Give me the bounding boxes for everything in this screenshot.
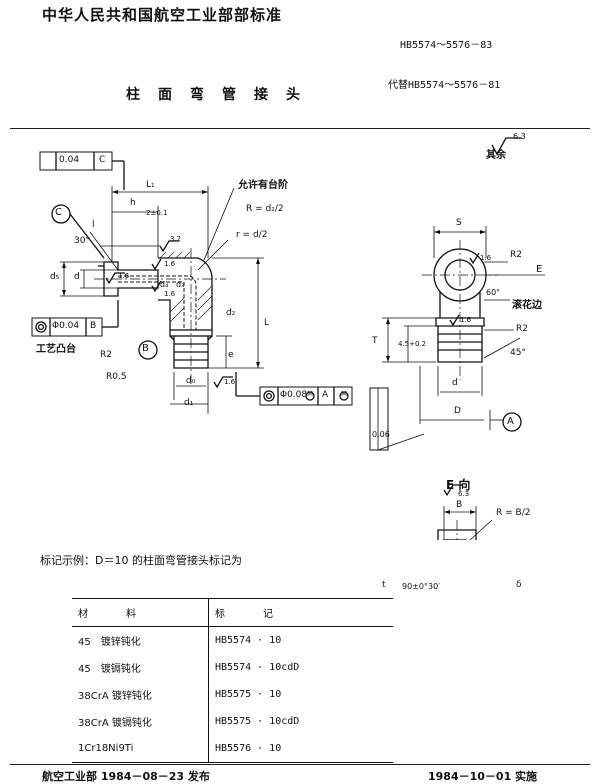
dim-d0: d₀: [186, 376, 196, 386]
concentricity-main-tolerance: Φ0.08: [280, 390, 308, 400]
org-title: 中华人民共和国航空工业部部标准: [42, 6, 283, 24]
dim-t: t: [382, 580, 386, 590]
header-mark: 标 记: [208, 598, 393, 627]
roughness-16d: 1.6: [224, 378, 236, 386]
mark-cell: HB5574 · 10cdD: [215, 662, 300, 673]
table-row: 45 镀镉钝化 HB5574 · 10cdD: [72, 654, 393, 681]
mark-cell: HB5575 · 10: [215, 689, 282, 700]
datum-b-circle: B: [142, 343, 149, 354]
effective-date: 1984－10－01 实施: [428, 770, 538, 783]
dim-l: l: [92, 220, 95, 230]
table-row: 1Cr18Ni9Ti HB5576 · 10: [72, 735, 393, 763]
document-title: 柱面弯管接头: [126, 87, 318, 103]
dim-L: L: [264, 318, 270, 328]
roughness-rest: 6.3: [513, 132, 526, 141]
dim-e: e: [228, 350, 234, 360]
table-row: 38CrA 镀镉钝化 HB5575 · 10cdD: [72, 708, 393, 735]
radius-R2-b: R2: [516, 324, 528, 334]
dim-45plus: 4.5+0.2: [398, 340, 427, 348]
knurled-edge-note: 滚花边: [512, 300, 542, 311]
datum-c-circle: C: [55, 207, 62, 218]
mmc-symbol-2: M: [341, 390, 348, 398]
table-row: 45 镀锌钝化 HB5574 · 10: [72, 626, 393, 654]
elbow-outer: [158, 257, 213, 330]
footer-rule: [10, 764, 590, 765]
dim-h: h: [130, 198, 136, 208]
roughness-16b: 1.6: [164, 260, 176, 268]
material-cell: 38CrA 镀锌钝化: [72, 681, 209, 708]
radius-R-B2: R = B/2: [496, 508, 531, 518]
process-boss-note: 工艺凸台: [36, 344, 76, 355]
dim-delta: δ: [516, 580, 522, 590]
runout-tolerance: 0.04: [59, 155, 80, 165]
dim-d-right: d: [452, 378, 458, 388]
roughness-16a: 1.6: [118, 272, 130, 280]
table-row: 38CrA 镀锌钝化 HB5575 · 10: [72, 681, 393, 708]
dim-d3: d₃: [176, 280, 185, 289]
roughness-16e: 1.6: [480, 254, 492, 262]
surface-note: 其余: [486, 150, 506, 161]
radius-R2-a: R2: [510, 250, 522, 260]
material-cell: 45 镀锌钝化: [72, 626, 209, 654]
dim-T: T: [372, 336, 378, 346]
dim-L1: L₁: [146, 180, 155, 190]
radius-R05: R0.5: [106, 372, 127, 382]
angle-45: 45°: [510, 348, 526, 358]
dim-d1: d₁: [184, 398, 194, 408]
dim-B-view: B: [456, 500, 463, 510]
view-E-title: E 向: [446, 478, 471, 492]
view-E-arrow: E: [536, 264, 543, 275]
marking-example: 标记示例：D＝10 的柱面弯管接头标记为: [40, 554, 242, 567]
mark-cell: HB5574 · 10: [215, 635, 282, 646]
dim-d4: d₄: [160, 280, 169, 289]
issued-date: 航空工业部 1984－08－23 发布: [42, 770, 210, 783]
dim-D: D: [454, 406, 461, 416]
roughness-63: 6.3: [458, 490, 470, 498]
dim-S: S: [456, 218, 462, 228]
datum-b-frame: B: [90, 321, 97, 331]
table-header-row: 材 料 标 记: [72, 598, 393, 627]
nipple-outline: [103, 261, 159, 297]
material-cell: 45 镀镉钝化: [72, 654, 209, 681]
step-allowed-note: 允许有台阶: [238, 180, 288, 191]
angle-60: 60°: [486, 288, 501, 297]
replaces-note: 代替HB5574～5576－81: [388, 80, 501, 91]
mmc-symbol-1: M: [307, 390, 314, 398]
concentricity-b-tolerance: Φ0.04: [52, 321, 80, 331]
material-cell: 38CrA 镀镉钝化: [72, 708, 209, 735]
header-material: 材 料: [72, 598, 209, 627]
mark-cell: HB5576 · 10: [208, 735, 393, 763]
mark-cell: HB5575 · 10cdD: [215, 716, 300, 727]
roughness-32: 3.2: [170, 235, 182, 243]
radius-R-d2: R = d₂/2: [246, 204, 284, 214]
roughness-16f: 1.6: [460, 316, 472, 324]
dim-d2: d₂: [226, 308, 236, 318]
standard-number: HB5574～5576－83: [400, 40, 493, 51]
materials-table: 材 料 标 记 45 镀锌钝化 HB5574 · 10 45 镀镉钝化 HB55…: [72, 598, 393, 763]
roughness-16c: 1.6: [164, 290, 176, 298]
datum-c-frame: C: [99, 155, 106, 165]
angle-30: 30°: [74, 236, 90, 246]
dim-d: d: [74, 272, 80, 282]
radius-r-d: r = d/2: [236, 230, 268, 240]
elbow-inner: [158, 299, 171, 330]
technical-drawing: [31, 137, 545, 540]
tolerance-right: 0.06: [372, 430, 390, 439]
dim-d5: d₅: [50, 272, 60, 282]
datum-a-frame: A: [322, 390, 329, 400]
header-rule: [10, 128, 590, 129]
datum-a-circle: A: [507, 416, 514, 427]
radius-R2-left: R2: [100, 350, 112, 360]
dim-2pm: 2±0.1: [146, 209, 168, 217]
material-cell: 1Cr18Ni9Ti: [72, 735, 209, 763]
angle-90: 90±0°30′: [402, 582, 440, 591]
